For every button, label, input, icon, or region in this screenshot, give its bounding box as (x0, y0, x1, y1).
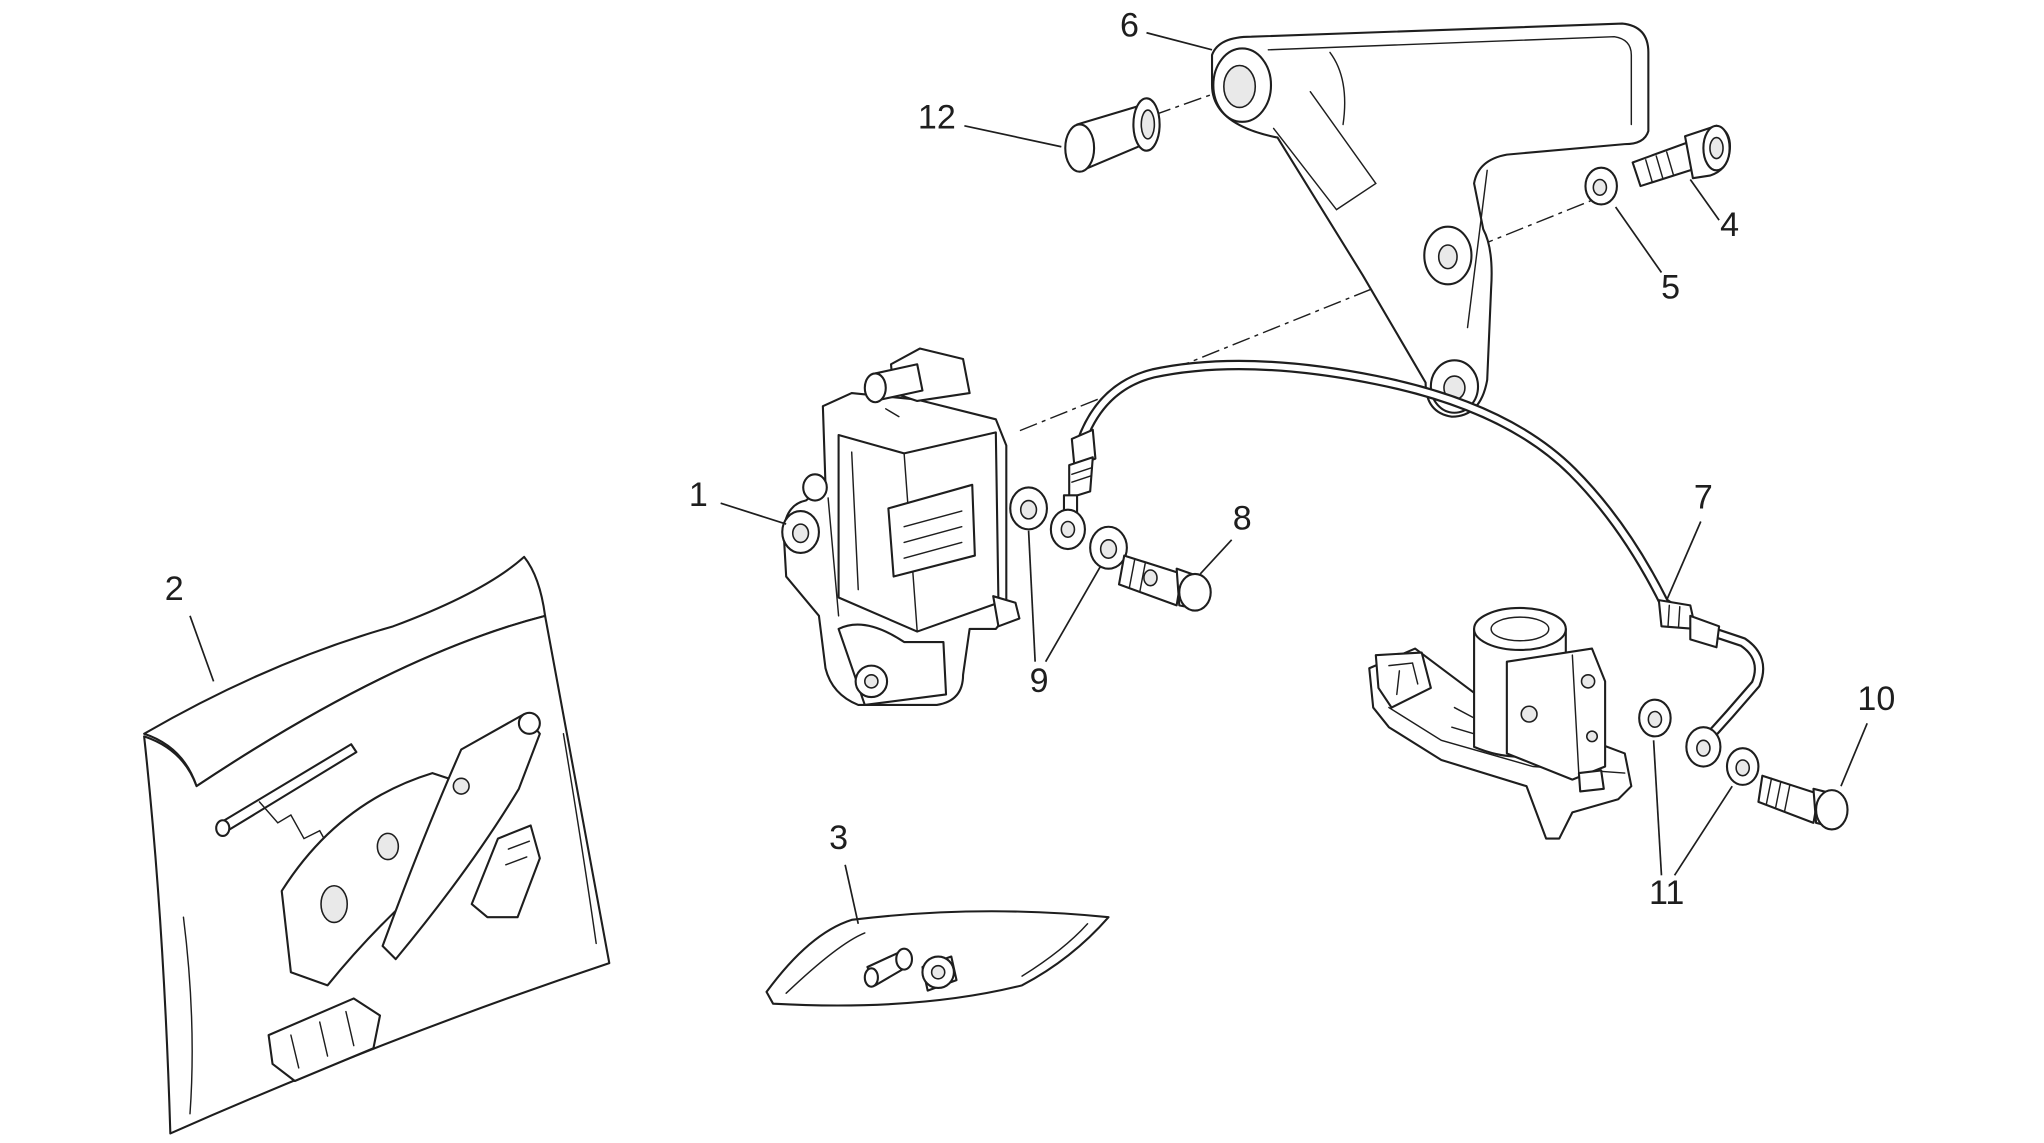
brake-caliper (781, 347, 1021, 706)
callout-8: 8 (1233, 499, 1252, 537)
caliper-bracket (1210, 22, 1650, 418)
callout-9: 9 (1030, 662, 1049, 700)
callout-5: 5 (1661, 269, 1680, 307)
master-cylinder-banjo-washers (1638, 698, 1760, 786)
caliper-banjo-washers (1009, 486, 1128, 570)
callout-12: 12 (918, 98, 956, 136)
callout-11: 11 (1649, 874, 1684, 912)
master-cylinder-banjo-bolt (1757, 774, 1849, 831)
bracket-screw (1631, 124, 1732, 188)
bracket-washer (1584, 166, 1618, 206)
bracket-bushing (1064, 97, 1161, 173)
callout-1: 1 (689, 476, 708, 514)
callout-labels: 6 12 4 5 1 8 7 9 2 10 11 3 (165, 7, 1895, 912)
callout-3: 3 (829, 819, 848, 857)
callout-7: 7 (1694, 478, 1713, 516)
callout-4: 4 (1720, 206, 1739, 244)
brake-pad-kit (143, 555, 611, 1135)
callout-2: 2 (165, 570, 184, 608)
callout-leaders (189, 31, 1868, 924)
master-cylinder (1368, 606, 1633, 840)
caliper-banjo-bolt (1117, 554, 1212, 612)
callout-10: 10 (1857, 680, 1895, 718)
brake-hose (1068, 359, 1765, 746)
callout-6: 6 (1120, 7, 1139, 45)
bleeder-kit (765, 910, 1110, 1007)
